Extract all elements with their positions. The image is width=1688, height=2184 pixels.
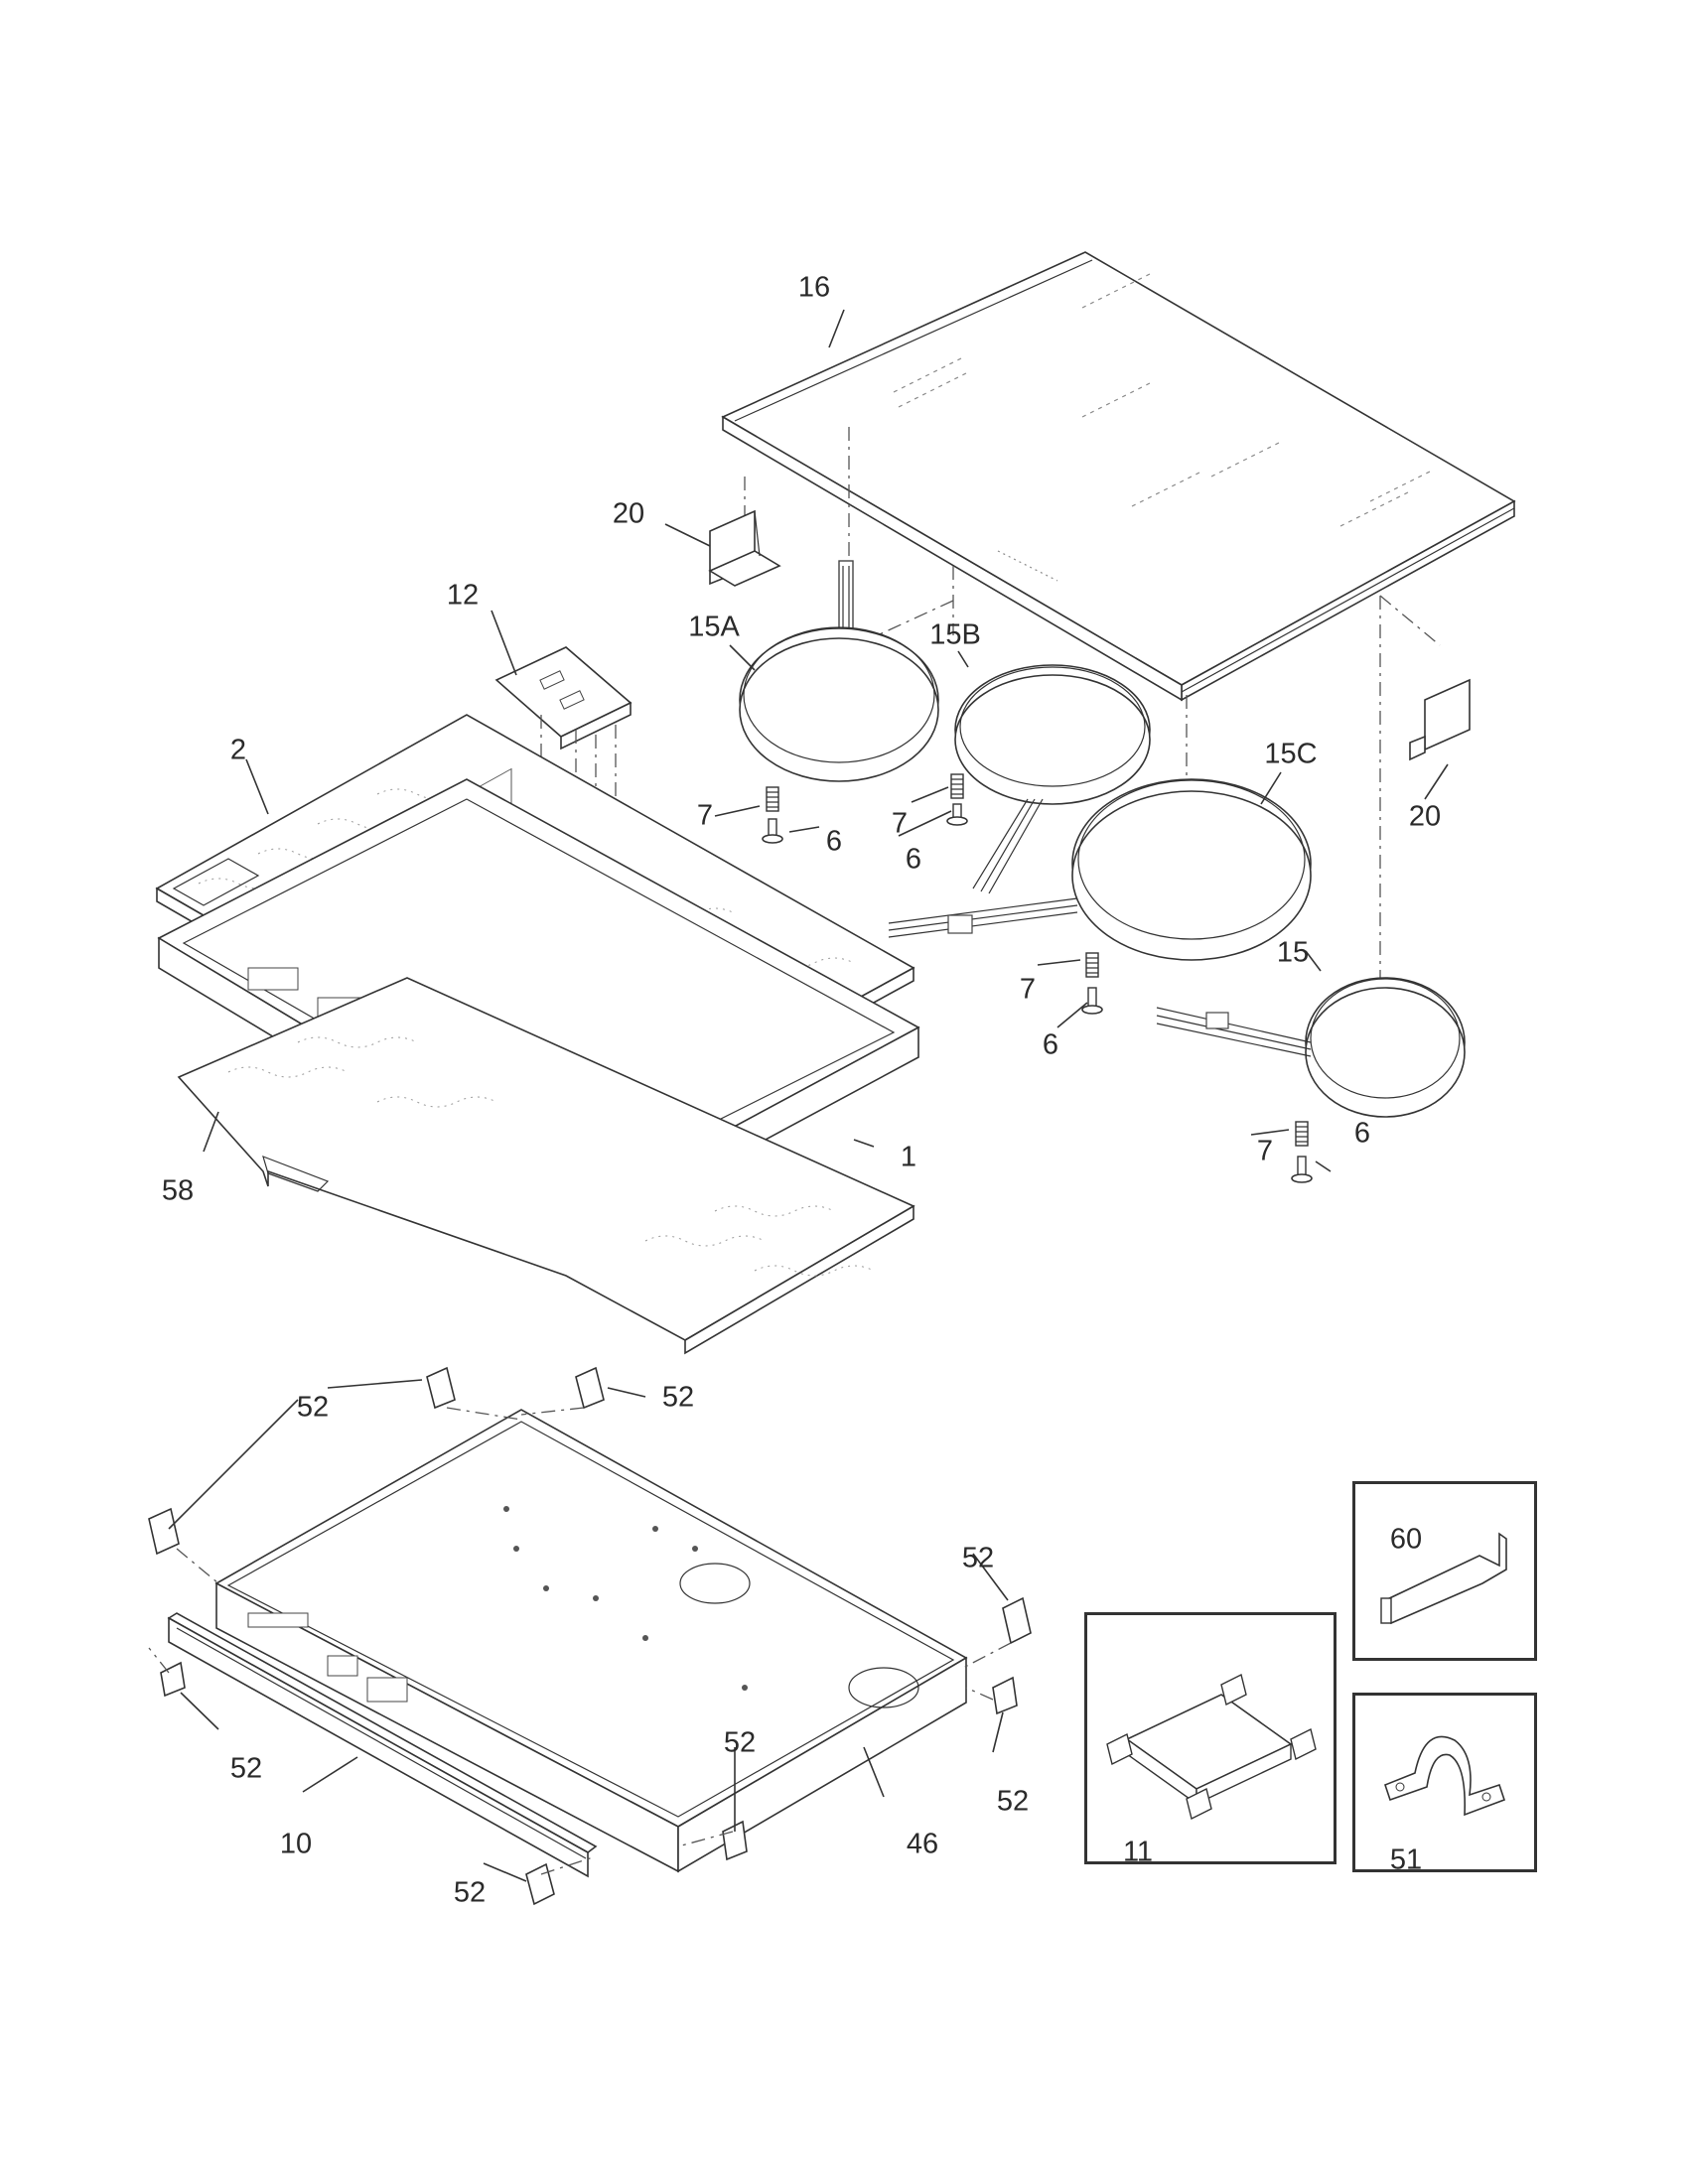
bracket-60-drawing	[1380, 1532, 1507, 1625]
inset-box-60	[1352, 1481, 1537, 1661]
mounting-clips	[148, 1366, 1032, 1906]
callout-6-d: 6	[1353, 1117, 1371, 1150]
radiant-element-15c	[888, 778, 1312, 961]
callout-6-c: 6	[1042, 1028, 1059, 1061]
callout-52-right: 52	[961, 1542, 995, 1574]
radiant-element-15b	[954, 664, 1151, 894]
spring-screw-set	[762, 773, 1313, 1183]
clamp-51-drawing	[1384, 1735, 1506, 1817]
callout-7-c: 7	[1019, 973, 1037, 1006]
glass-cooktop-part	[721, 251, 1516, 702]
callout-46: 46	[906, 1828, 939, 1860]
bracket-part-left	[708, 509, 781, 587]
callout-58: 58	[161, 1174, 195, 1207]
leader-lines	[168, 309, 1449, 1882]
callout-15c: 15C	[1264, 738, 1318, 770]
callout-7-d: 7	[1256, 1135, 1274, 1167]
callout-7-a: 7	[696, 799, 714, 832]
callout-15b: 15B	[929, 618, 981, 651]
callout-52-top-right: 52	[661, 1381, 695, 1414]
callout-7-b: 7	[891, 807, 909, 840]
callout-10: 10	[279, 1828, 313, 1860]
inset-label-51: 51	[1389, 1843, 1423, 1876]
callout-20-right: 20	[1408, 800, 1442, 833]
inset-label-11: 11	[1122, 1836, 1154, 1868]
insulation-bottom-part-58	[177, 977, 915, 1355]
callout-52-bottom-right: 52	[996, 1785, 1030, 1818]
base-pan-part-46	[214, 1409, 968, 1873]
callout-52-bottom: 52	[453, 1876, 487, 1909]
callout-20-left: 20	[612, 497, 645, 530]
inset-box-11	[1084, 1612, 1336, 1864]
callout-6-b: 6	[905, 843, 922, 876]
inset-box-51	[1352, 1693, 1537, 1872]
callout-52-bottom-left: 52	[229, 1752, 263, 1785]
front-rail-part-10	[167, 1612, 598, 1878]
callout-16: 16	[797, 271, 831, 304]
callout-15a: 15A	[688, 611, 740, 643]
callout-52-middle: 52	[723, 1726, 757, 1759]
bracket-part-right	[1409, 678, 1471, 761]
inset-label-60: 60	[1389, 1523, 1423, 1556]
callout-15: 15	[1276, 936, 1310, 969]
radiant-element-15	[1156, 977, 1466, 1118]
callout-52-top-left: 52	[296, 1391, 330, 1424]
bracket-11-drawing	[1106, 1673, 1317, 1821]
callout-12: 12	[446, 579, 480, 612]
callout-6-a: 6	[825, 825, 843, 858]
callout-2: 2	[229, 734, 247, 766]
radiant-element-15a	[739, 560, 939, 782]
callout-1: 1	[900, 1141, 917, 1173]
bracket-part-12	[494, 646, 633, 751]
